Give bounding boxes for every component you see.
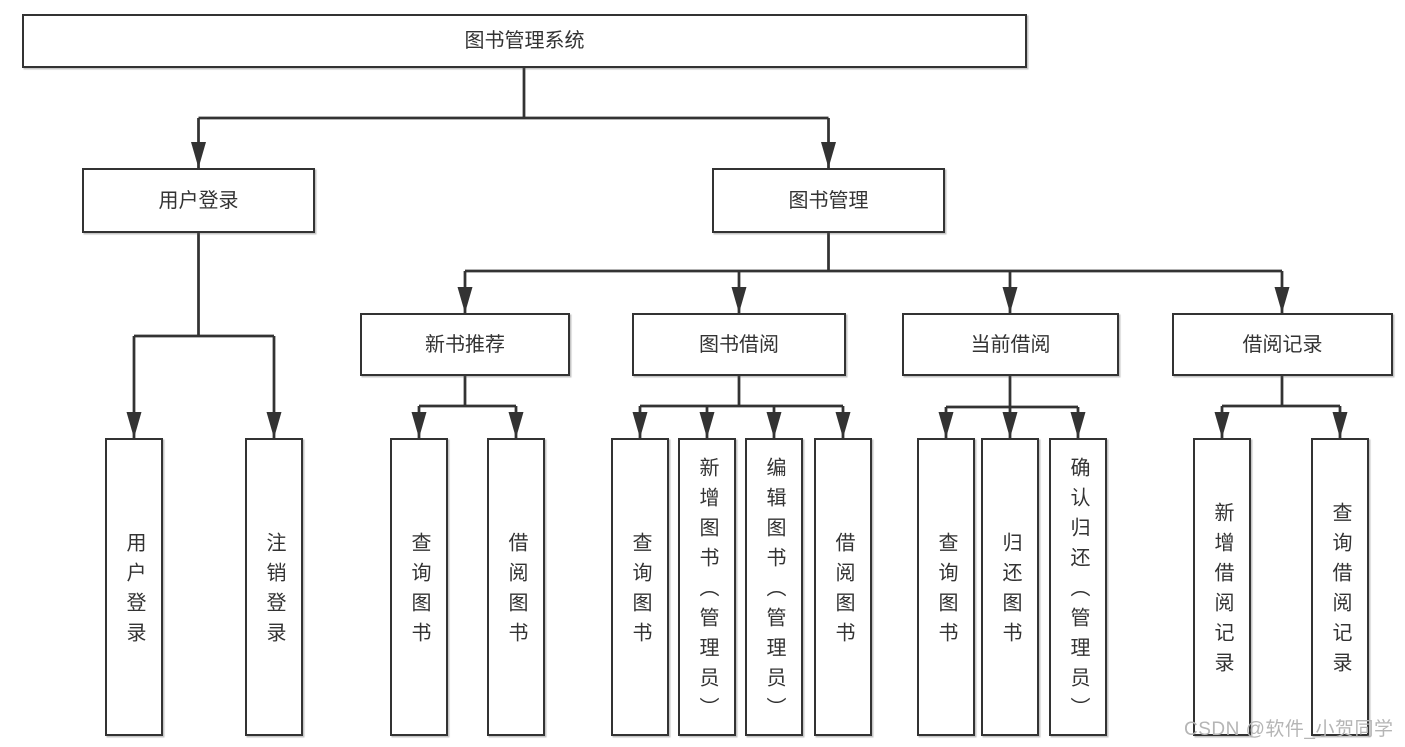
- node-label: 新增借阅记录: [1211, 502, 1233, 682]
- node-label: 编辑图书（管理员）: [763, 457, 785, 727]
- node-new-book-recommendation: 新书推荐: [360, 313, 570, 376]
- node-label: 当前借阅: [970, 333, 1051, 356]
- node-query-books-current: 查询图书: [917, 438, 975, 736]
- csdn-watermark: CSDN @软件_小贺同学: [1184, 719, 1394, 740]
- node-label: 借阅记录: [1242, 333, 1323, 356]
- node-label: 图书管理: [788, 189, 869, 212]
- node-borrow-books: 借阅图书: [814, 438, 872, 736]
- node-add-borrow-record: 新增借阅记录: [1193, 438, 1251, 736]
- node-library-management-system: 图书管理系统: [22, 14, 1027, 68]
- node-label: 用户登录: [123, 532, 145, 652]
- node-label: 图书借阅: [699, 333, 779, 356]
- node-label: 注销登录: [263, 532, 285, 652]
- connector-user-login-to-leaves: [126, 233, 282, 438]
- node-query-books-recommend: 查询图书: [390, 438, 448, 736]
- node-book-borrowing: 图书借阅: [632, 313, 846, 376]
- node-book-management: 图书管理: [712, 168, 945, 233]
- node-current-borrowing: 当前借阅: [902, 313, 1119, 376]
- node-edit-books-admin: 编辑图书（管理员）: [745, 438, 803, 736]
- node-label: 查询图书: [935, 532, 957, 652]
- node-label: 借阅图书: [832, 532, 854, 652]
- node-label: 借阅图书: [505, 532, 527, 652]
- node-label: 新增图书（管理员）: [696, 457, 718, 727]
- node-label: 归还图书: [999, 532, 1021, 652]
- connector-borrow-records-to-leaves: [1214, 376, 1348, 438]
- node-add-books-admin: 新增图书（管理员）: [678, 438, 736, 736]
- node-logout: 注销登录: [245, 438, 303, 736]
- node-query-borrow-record: 查询借阅记录: [1311, 438, 1369, 736]
- node-return-books: 归还图书: [981, 438, 1039, 736]
- node-query-books-borrowing: 查询图书: [611, 438, 669, 736]
- node-label: 确认归还（管理员）: [1067, 457, 1089, 727]
- connector-root-to-level2: [191, 68, 836, 168]
- node-label: 查询图书: [629, 532, 651, 652]
- node-label: 图书管理系统: [464, 30, 585, 52]
- node-label: 用户登录: [158, 189, 239, 212]
- connector-book-borrow-to-leaves: [632, 376, 851, 438]
- connector-current-borrow-to-leaves: [938, 376, 1086, 438]
- node-borrow-books-recommend: 借阅图书: [487, 438, 545, 736]
- node-label: 查询借阅记录: [1329, 502, 1351, 682]
- node-label: 新书推荐: [425, 333, 505, 356]
- node-confirm-return-admin: 确认归还（管理员）: [1049, 438, 1107, 736]
- node-user-login: 用户登录: [82, 168, 315, 233]
- node-label: 查询图书: [408, 532, 430, 652]
- connector-book-mgmt-to-level3: [457, 233, 1290, 313]
- node-user-login-leaf: 用户登录: [105, 438, 163, 736]
- node-borrowing-records: 借阅记录: [1172, 313, 1393, 376]
- connector-new-book-rec-to-leaves: [411, 376, 524, 438]
